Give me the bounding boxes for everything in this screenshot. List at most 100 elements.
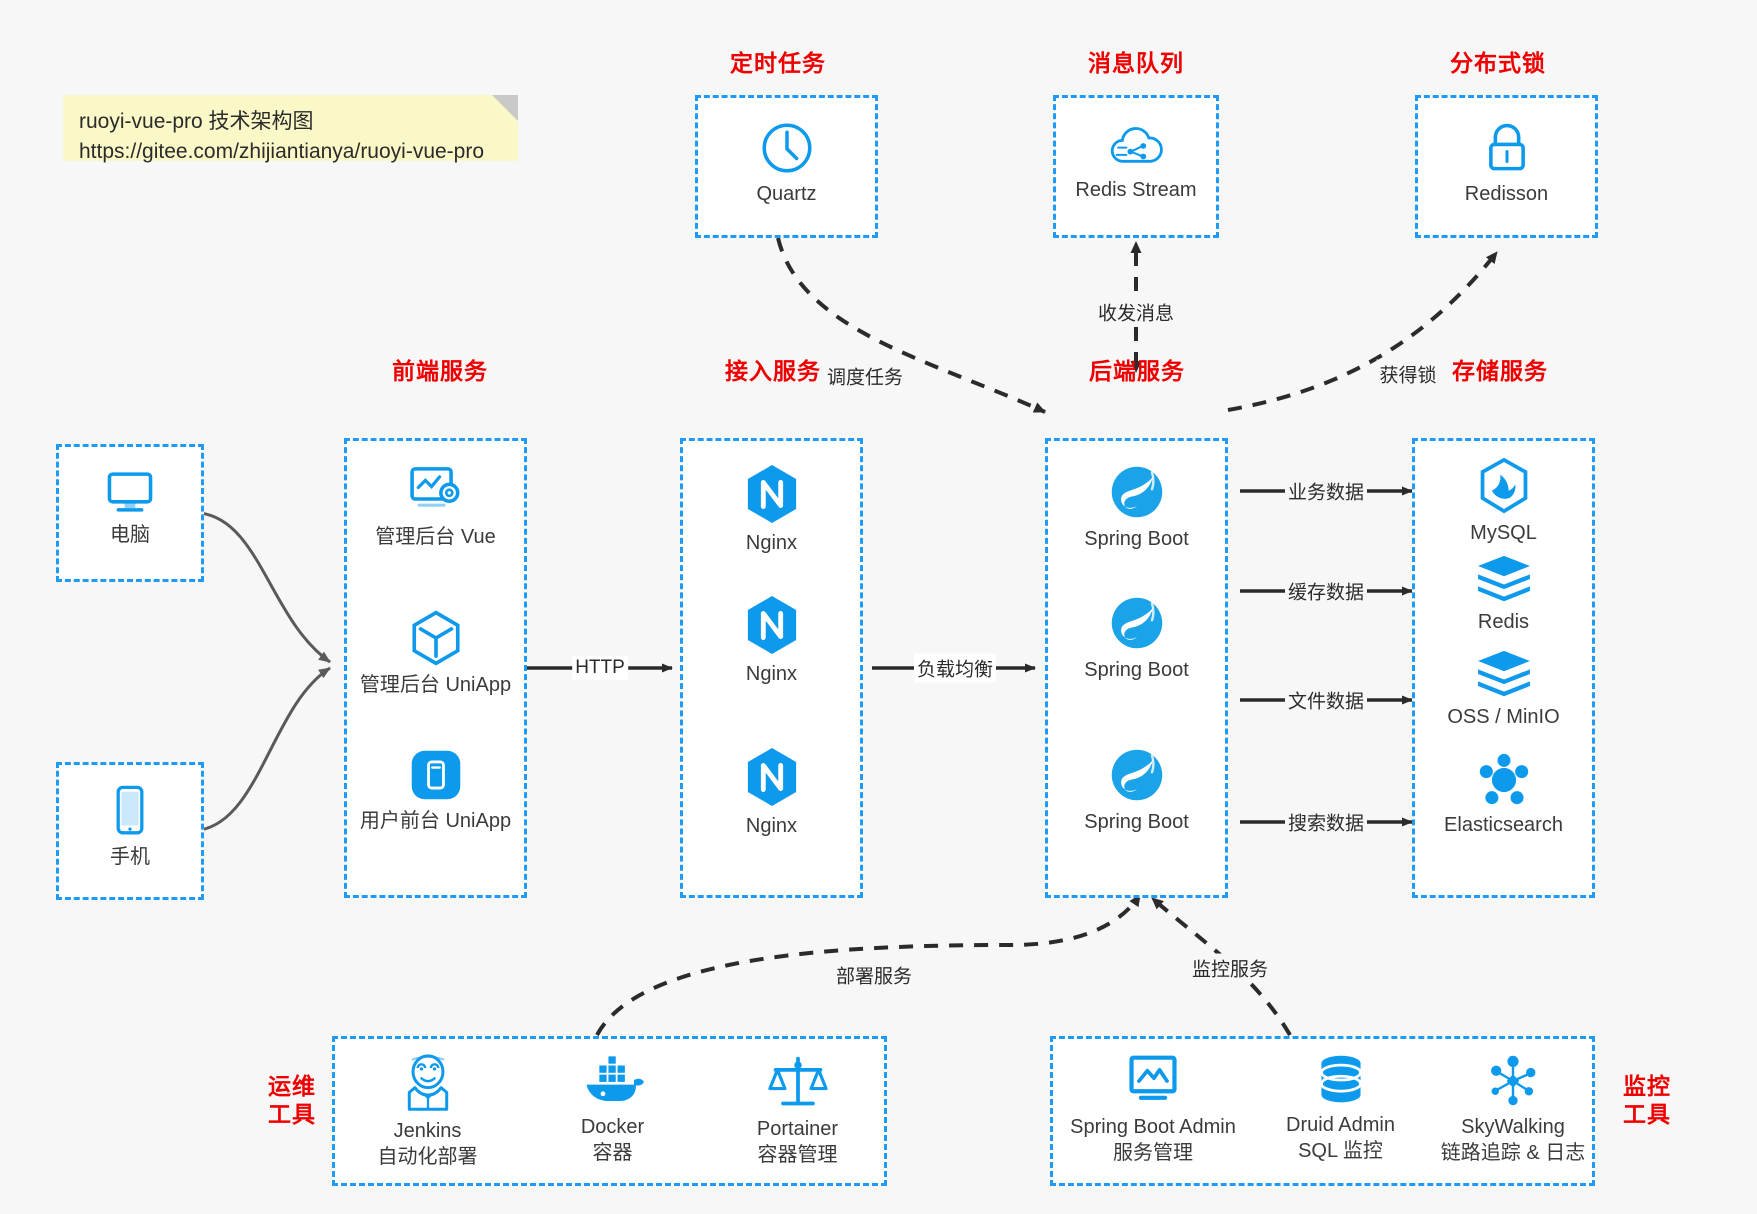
node-admin-vue[interactable]: 管理后台 Vue bbox=[347, 463, 524, 551]
node-nginx-1-label: Nginx bbox=[745, 532, 798, 554]
node-admin-uniapp[interactable]: 管理后台 UniApp bbox=[347, 609, 524, 699]
mysql-dolphin-icon bbox=[1415, 457, 1592, 515]
node-jenkins-label: Jenkins bbox=[393, 1120, 462, 1142]
node-skywalking-label: SkyWalking bbox=[1461, 1116, 1565, 1138]
elasticsearch-icon bbox=[1415, 753, 1592, 807]
spring-leaf-icon bbox=[1048, 746, 1225, 804]
edge-computer-to-frontend bbox=[199, 511, 331, 664]
cube-icon bbox=[347, 609, 524, 667]
node-spring-boot-admin-label: Spring Boot Admin bbox=[1070, 1116, 1236, 1138]
node-spring-boot-admin-sublabel: 服务管理 bbox=[1113, 1141, 1193, 1164]
network-nodes-icon bbox=[1428, 1053, 1598, 1109]
node-phone[interactable]: 手机 bbox=[59, 783, 201, 871]
spring-leaf-icon bbox=[1048, 463, 1225, 521]
storage-stack-icon bbox=[1415, 649, 1592, 699]
node-skywalking[interactable]: SkyWalking 链路追踪 & 日志 bbox=[1428, 1053, 1598, 1166]
caption-devops-line-1: 运维 bbox=[268, 1073, 316, 1099]
smartphone-icon bbox=[59, 783, 201, 839]
caption-backend-service: 后端服务 bbox=[1089, 358, 1185, 384]
group-distributed-lock: Redisson bbox=[1415, 95, 1598, 238]
node-nginx-2[interactable]: Nginx bbox=[683, 594, 860, 688]
node-elasticsearch-label: Elasticsearch bbox=[1444, 814, 1563, 836]
edge-label-load-balance: 负载均衡 bbox=[913, 653, 997, 683]
dashboard-gear-icon bbox=[347, 463, 524, 519]
edge-label-schedule-task: 调度任务 bbox=[823, 361, 907, 391]
node-docker[interactable]: Docker 容器 bbox=[520, 1053, 705, 1166]
node-redis[interactable]: Redis bbox=[1415, 554, 1592, 636]
node-quartz[interactable]: Quartz bbox=[698, 120, 875, 208]
group-devops-tools: Jenkins 自动化部署 Docker 容器 bbox=[332, 1036, 887, 1186]
caption-monitor-line-1: 监控 bbox=[1623, 1073, 1671, 1099]
monitor-icon bbox=[59, 467, 201, 517]
note-line-1: ruoyi-vue-pro 技术架构图 bbox=[79, 110, 314, 133]
node-druid-admin-label: Druid Admin bbox=[1286, 1114, 1395, 1136]
node-docker-label: Docker bbox=[580, 1116, 645, 1138]
node-spring-boot-admin[interactable]: Spring Boot Admin 服务管理 bbox=[1053, 1053, 1253, 1166]
group-storage-service: MySQL Redis OSS / MinIO bbox=[1412, 438, 1595, 898]
edge-label-acquire-lock: 获得锁 bbox=[1376, 359, 1440, 389]
node-springboot-2[interactable]: Spring Boot bbox=[1048, 594, 1225, 684]
node-nginx-3[interactable]: Nginx bbox=[683, 746, 860, 840]
edge-label-send-recv-msg: 收发消息 bbox=[1094, 297, 1178, 327]
node-nginx-1[interactable]: Nginx bbox=[683, 463, 860, 557]
node-redisson[interactable]: Redisson bbox=[1418, 120, 1595, 208]
node-springboot-3[interactable]: Spring Boot bbox=[1048, 746, 1225, 836]
clock-icon bbox=[698, 120, 875, 176]
caption-scheduled-task: 定时任务 bbox=[730, 50, 826, 76]
node-nginx-3-label: Nginx bbox=[745, 815, 798, 837]
caption-devops-tools: 运维 工具 bbox=[257, 1072, 327, 1128]
jenkins-butler-icon bbox=[335, 1053, 520, 1113]
nginx-hex-icon bbox=[683, 594, 860, 656]
group-frontend-service: 管理后台 Vue 管理后台 UniApp 用户前台 UniApp bbox=[344, 438, 527, 898]
spring-leaf-icon bbox=[1048, 594, 1225, 652]
edge-label-http: HTTP bbox=[572, 656, 628, 680]
node-portainer[interactable]: Portainer 容器管理 bbox=[705, 1053, 890, 1168]
node-oss-minio-label: OSS / MinIO bbox=[1447, 706, 1560, 728]
node-docker-sublabel: 容器 bbox=[592, 1141, 633, 1164]
diagram-note: ruoyi-vue-pro 技术架构图 https://gitee.com/zh… bbox=[63, 95, 518, 163]
node-druid-admin-sublabel: SQL 监控 bbox=[1298, 1139, 1383, 1162]
group-phone: 手机 bbox=[56, 762, 204, 900]
edge-label-file-data: 文件数据 bbox=[1284, 685, 1368, 715]
scales-icon bbox=[705, 1053, 890, 1111]
redis-stack-icon bbox=[1415, 554, 1592, 604]
node-mysql[interactable]: MySQL bbox=[1415, 457, 1592, 547]
node-user-uniapp-label: 用户前台 UniApp bbox=[359, 810, 512, 832]
edge-label-search-data: 搜索数据 bbox=[1284, 807, 1368, 837]
group-computer: 电脑 bbox=[56, 444, 204, 582]
caption-storage-service: 存储服务 bbox=[1452, 358, 1548, 384]
node-redis-stream-label: Redis Stream bbox=[1075, 179, 1197, 201]
node-phone-label: 手机 bbox=[110, 846, 150, 868]
group-scheduled-task: Quartz bbox=[695, 95, 878, 238]
node-portainer-sublabel: 容器管理 bbox=[757, 1143, 838, 1166]
node-redis-stream[interactable]: Redis Stream bbox=[1056, 120, 1216, 204]
node-portainer-label: Portainer bbox=[756, 1118, 839, 1140]
caption-access-service: 接入服务 bbox=[725, 358, 821, 384]
group-access-service: Nginx Nginx Nginx bbox=[680, 438, 863, 898]
group-backend-service: Spring Boot Spring Boot Spring Boot bbox=[1045, 438, 1228, 898]
node-jenkins-sublabel: 自动化部署 bbox=[377, 1145, 478, 1168]
note-fold-icon bbox=[492, 95, 518, 121]
node-springboot-1[interactable]: Spring Boot bbox=[1048, 463, 1225, 553]
node-springboot-1-label: Spring Boot bbox=[1084, 528, 1189, 550]
edge-phone-to-frontend bbox=[199, 666, 331, 832]
node-admin-vue-label: 管理后台 Vue bbox=[375, 526, 496, 548]
nginx-hex-icon bbox=[683, 746, 860, 808]
node-computer[interactable]: 电脑 bbox=[59, 467, 201, 549]
caption-frontend-service: 前端服务 bbox=[392, 358, 488, 384]
node-user-uniapp[interactable]: 用户前台 UniApp bbox=[347, 747, 524, 835]
node-quartz-label: Quartz bbox=[756, 183, 817, 205]
node-elasticsearch[interactable]: Elasticsearch bbox=[1415, 753, 1592, 839]
node-oss-minio[interactable]: OSS / MinIO bbox=[1415, 649, 1592, 731]
caption-devops-line-2: 工具 bbox=[268, 1101, 316, 1128]
edge-label-monitor-service: 监控服务 bbox=[1188, 953, 1272, 983]
mobile-app-icon bbox=[347, 747, 524, 803]
node-jenkins[interactable]: Jenkins 自动化部署 bbox=[335, 1053, 520, 1170]
node-redisson-label: Redisson bbox=[1464, 183, 1549, 205]
edge-label-deploy-service: 部署服务 bbox=[832, 960, 916, 990]
group-message-queue: Redis Stream bbox=[1053, 95, 1219, 238]
node-druid-admin[interactable]: Druid Admin SQL 监控 bbox=[1253, 1053, 1428, 1164]
node-admin-uniapp-label: 管理后台 UniApp bbox=[359, 674, 512, 696]
lock-icon bbox=[1418, 120, 1595, 176]
caption-message-queue: 消息队列 bbox=[1088, 50, 1184, 76]
